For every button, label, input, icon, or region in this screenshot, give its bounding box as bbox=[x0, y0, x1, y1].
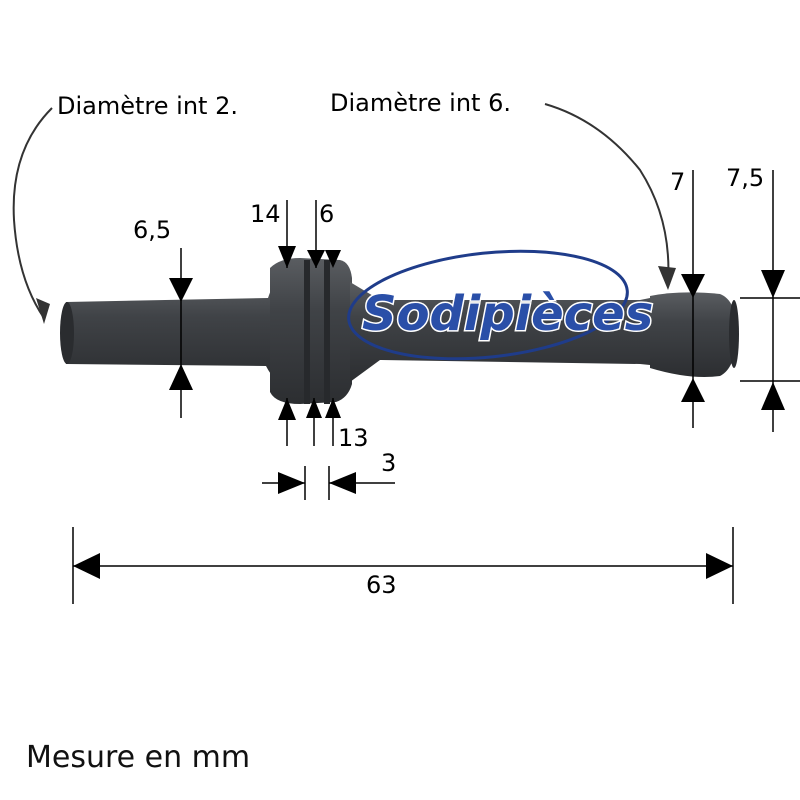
brand-logo: Sodipièces bbox=[347, 249, 655, 361]
logo-text: Sodipièces bbox=[362, 286, 653, 342]
callout-arrows bbox=[12, 103, 670, 319]
dim-label-groove: 6 bbox=[319, 200, 334, 228]
dim-arrow bbox=[278, 472, 305, 494]
dim-label-left-diameter: 6,5 bbox=[133, 216, 171, 244]
right-callout-arrowhead bbox=[658, 266, 676, 290]
dim-arrow bbox=[278, 246, 296, 268]
label-diam-left: Diamètre int 2. bbox=[57, 92, 238, 120]
part-body bbox=[60, 258, 739, 404]
dim-arrow bbox=[325, 250, 341, 268]
dim-arrow bbox=[169, 278, 193, 302]
dim-arrow bbox=[306, 398, 322, 418]
dim-arrow bbox=[169, 364, 193, 390]
dim-arrow bbox=[761, 270, 785, 298]
dim-label-right-inner: 7 bbox=[670, 168, 685, 196]
left-callout-arrowhead bbox=[36, 298, 50, 324]
dim-label-groove-bottom: 13 bbox=[338, 424, 369, 452]
dim-arrow bbox=[681, 378, 705, 402]
dim-label-collar: 14 bbox=[250, 200, 281, 228]
dim-arrow bbox=[329, 472, 356, 494]
dim-arrow bbox=[307, 250, 325, 268]
dim-label-groove-width: 3 bbox=[381, 449, 396, 477]
dim-arrow bbox=[681, 274, 705, 298]
dim-arrow bbox=[278, 398, 296, 420]
dim-arrow bbox=[761, 382, 785, 410]
dim-label-total-length: 63 bbox=[366, 571, 397, 599]
label-diam-right: Diamètre int 6. bbox=[330, 89, 511, 117]
dim-arrow bbox=[73, 553, 100, 579]
dim-arrow bbox=[325, 398, 341, 418]
right-callout-arrow bbox=[544, 103, 670, 285]
dim-total-lines bbox=[72, 527, 734, 604]
left-callout-arrow bbox=[12, 107, 53, 319]
dim-arrow bbox=[706, 553, 733, 579]
dim-label-right-outer: 7,5 bbox=[726, 164, 764, 192]
units-note: Mesure en mm bbox=[26, 740, 251, 775]
